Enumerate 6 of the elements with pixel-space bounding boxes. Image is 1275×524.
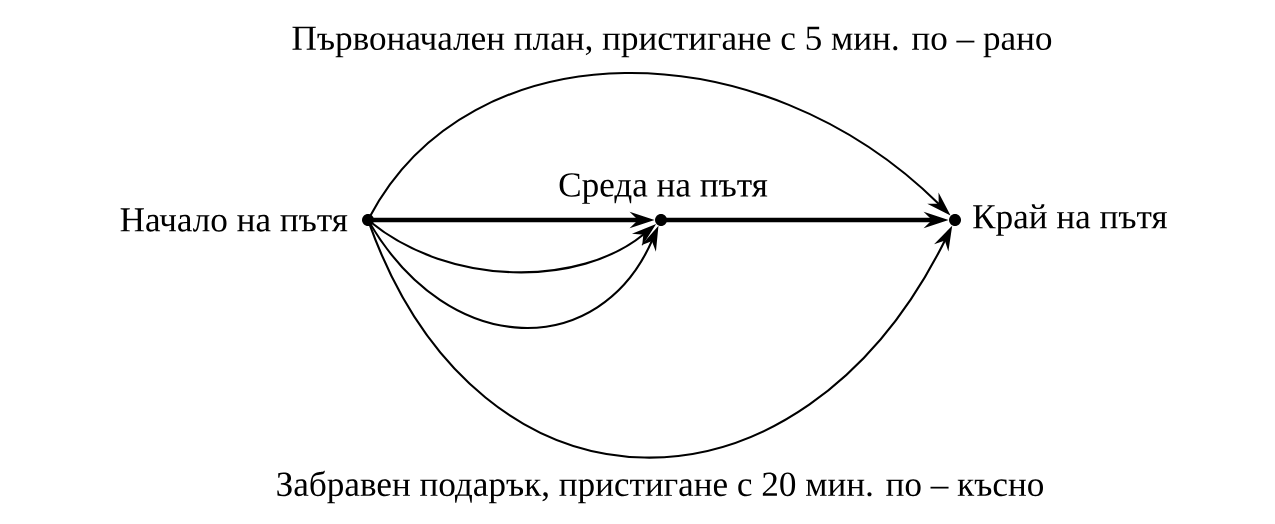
route-caption: Първоначален план, пристигане с 5 мин. по – рано: [292, 26, 1052, 58]
arrow: [368, 221, 659, 329]
point-label: Начало на пътя: [120, 208, 348, 232]
point-label: Край на пътя: [973, 204, 1167, 236]
route-caption: Забравен подарък, пристигане с 20 мин. по – късно: [277, 470, 1043, 504]
point-label: Среда на пътя: [559, 173, 768, 204]
